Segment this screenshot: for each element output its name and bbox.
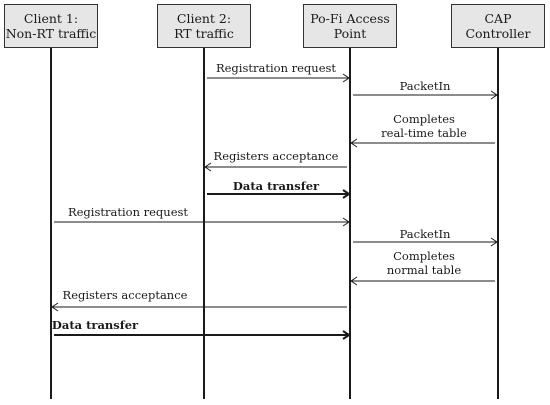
actor-client1-label: Client 1: Non-RT traffic [5,11,97,41]
msg-1-label: Registration request [215,61,337,75]
msg-6-label: Registration request [67,205,189,219]
actor-cap-controller: CAP Controller [451,4,545,48]
msg-8-label: Completes normal table [386,249,462,277]
msg-9-label: Registers acceptance [62,288,188,302]
actor-client1: Client 1: Non-RT traffic [4,4,98,48]
actor-client2: Client 2: RT traffic [157,4,251,48]
message-arrow-6 [54,217,350,227]
msg-2-label: PacketIn [399,79,451,93]
message-arrow-8 [350,276,495,286]
msg-4-label: Registers acceptance [213,149,339,163]
message-arrow-4 [204,162,347,172]
actor-cap-controller-label: CAP Controller [465,11,531,41]
message-arrow-7 [353,237,498,247]
msg-5-label: Data transfer [232,179,320,193]
msg-3-label: Completes real-time table [381,112,467,140]
message-arrow-5 [207,189,351,199]
message-arrow-1 [207,73,350,83]
actor-access-point-label: Po-Fi Access Point [310,11,390,41]
message-arrow-2 [353,90,498,100]
actor-access-point: Po-Fi Access Point [303,4,397,48]
msg-7-label: PacketIn [399,227,451,241]
msg-10-label: Data transfer [51,318,139,332]
message-arrow-3 [350,138,495,148]
message-arrow-9 [51,302,347,312]
actor-client2-label: Client 2: RT traffic [174,11,234,41]
message-arrow-10 [54,330,351,340]
